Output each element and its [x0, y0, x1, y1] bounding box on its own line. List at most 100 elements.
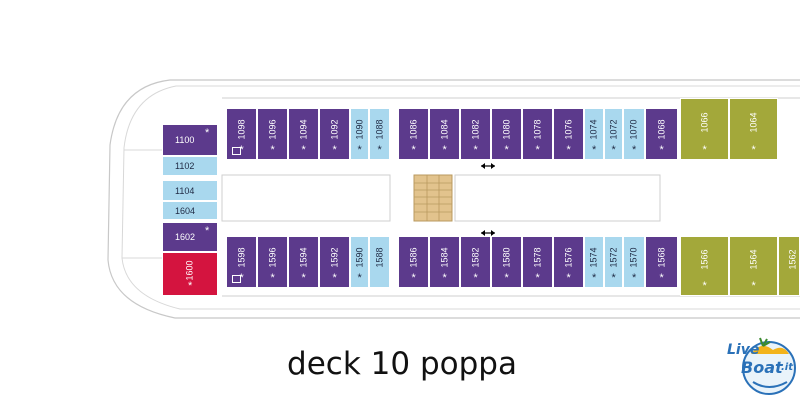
cabin-1068[interactable]: 1068 * [645, 108, 678, 160]
cabin-1064[interactable]: 1064* [729, 98, 778, 160]
logo-text-boat: Boat [741, 358, 783, 377]
cabin-number: 1586 [408, 247, 419, 268]
cabin-1576[interactable]: 1576* [553, 236, 584, 288]
cabin-number: 1578 [532, 247, 543, 268]
balcony-star-icon: * [566, 272, 571, 284]
cabin-number: 1582 [470, 247, 481, 268]
cabin-1574[interactable]: 1574* [584, 236, 604, 288]
cabin-number: 1092 [329, 119, 340, 140]
stairs [413, 174, 453, 222]
cabin-1092[interactable]: 1092* [319, 108, 350, 160]
cabin-1072[interactable]: 1072* [604, 108, 623, 160]
cabin-number: 1584 [439, 247, 450, 268]
cabin-1570[interactable]: 1570* [623, 236, 645, 288]
cabin-number: 1088 [374, 119, 385, 140]
cabin-1604[interactable]: 1604 [162, 201, 218, 220]
cabin-1066[interactable]: 1066* [680, 98, 729, 160]
balcony-star-icon: * [632, 272, 637, 284]
balcony-star-icon: * [411, 144, 416, 156]
cabin-1596[interactable]: 1596* [257, 236, 288, 288]
cabin-number: 1562 [787, 249, 798, 270]
cabin-1580[interactable]: 1580 * [491, 236, 522, 288]
cabin-1572[interactable]: 1572 * [604, 236, 623, 288]
balcony-star-icon: * [205, 127, 210, 139]
cabin-1088[interactable]: 1088* [369, 108, 390, 160]
balcony-star-icon: * [188, 280, 193, 292]
cabin-1098[interactable]: 1098 * [226, 108, 257, 160]
balcony-star-icon: * [239, 272, 244, 284]
cabin-1592[interactable]: 1592* [319, 236, 350, 288]
cabin-1562[interactable]: 1562 [778, 236, 800, 296]
cabin-number: 1566 [699, 249, 710, 270]
cabin-number: 1590 [354, 247, 365, 268]
cabin-1578[interactable]: 1578 * [522, 236, 553, 288]
cabin-number: 1102 [175, 161, 195, 171]
cabin-number: 1086 [408, 119, 419, 140]
cabin-1584[interactable]: 1584 * [429, 236, 460, 288]
cabin-number: 1090 [354, 119, 365, 140]
cabin-1074[interactable]: 1074* [584, 108, 604, 160]
door-arrow-top [481, 163, 495, 169]
cabin-1080[interactable]: 1080* [491, 108, 522, 160]
balcony-star-icon: * [659, 144, 664, 156]
cabin-number: 1084 [439, 119, 450, 140]
balcony-star-icon: * [632, 144, 637, 156]
cabin-number: 1078 [532, 119, 543, 140]
cabin-number: 1094 [298, 119, 309, 140]
cabin-1598[interactable]: 1598 * [226, 236, 257, 288]
liveboat-logo: Live Boat .it [723, 332, 797, 396]
cabin-1602[interactable]: 1602* [162, 222, 218, 252]
cabin-1090[interactable]: 1090* [350, 108, 369, 160]
cabin-1082[interactable]: 1082 * [460, 108, 491, 160]
cabin-1568[interactable]: 1568* [645, 236, 678, 288]
cabin-number: 1104 [175, 185, 195, 196]
cabin-1590[interactable]: 1590* [350, 236, 369, 288]
cabin-1100[interactable]: 1100 * [162, 124, 218, 156]
cabin-1566[interactable]: 1566 * [680, 236, 729, 296]
cabin-1070[interactable]: 1070* [623, 108, 645, 160]
logo-text-it: .it [781, 362, 794, 373]
cabin-1078[interactable]: 1078* [522, 108, 553, 160]
cabin-number: 1598 [236, 247, 247, 268]
balcony-star-icon: * [504, 272, 509, 284]
cabin-number: 1064 [748, 112, 759, 133]
cabin-1096[interactable]: 1096 * [257, 108, 288, 160]
cabin-number: 1572 [608, 247, 619, 268]
balcony-star-icon: * [535, 272, 540, 284]
cabin-1084[interactable]: 1084* [429, 108, 460, 160]
cabin-number: 1600 [184, 260, 195, 281]
balcony-star-icon: * [592, 272, 597, 284]
cabin-number: 1076 [563, 119, 574, 140]
cabin-1594[interactable]: 1594* [288, 236, 319, 288]
cabin-number: 1096 [267, 119, 278, 140]
cabin-1582[interactable]: 1582 * [460, 236, 491, 288]
balcony-star-icon: * [473, 272, 478, 284]
cabin-1076[interactable]: 1076* [553, 108, 584, 160]
cabin-number: 1072 [608, 119, 619, 140]
cabin-number: 1580 [501, 247, 512, 268]
balcony-star-icon: * [270, 144, 275, 156]
cabin-number: 1588 [374, 247, 385, 268]
cabin-1564[interactable]: 1564* [729, 236, 778, 296]
cabin-1586[interactable]: 1586* [398, 236, 429, 288]
balcony-star-icon: * [442, 272, 447, 284]
cabin-1600[interactable]: 1600* [162, 252, 218, 296]
cabin-1104[interactable]: 1104 [162, 180, 218, 201]
balcony-star-icon: * [611, 272, 616, 284]
door-arrow-bottom [481, 230, 495, 236]
balcony-star-icon: * [239, 144, 244, 156]
cabin-number: 1098 [236, 119, 247, 140]
balcony-star-icon: * [702, 280, 707, 292]
balcony-star-icon: * [473, 144, 478, 156]
cabin-number: 1564 [748, 249, 759, 270]
cabin-number: 1080 [501, 119, 512, 140]
cabin-number: 1068 [656, 119, 667, 140]
cabin-number: 1100 [175, 135, 195, 145]
cabin-number: 1074 [588, 119, 599, 140]
cabin-1094[interactable]: 1094* [288, 108, 319, 160]
cabin-number: 1082 [470, 119, 481, 140]
cabin-1086[interactable]: 1086 * [398, 108, 429, 160]
cabin-1102[interactable]: 1102 [162, 156, 218, 176]
cabin-1588[interactable]: 1588 [369, 236, 390, 288]
